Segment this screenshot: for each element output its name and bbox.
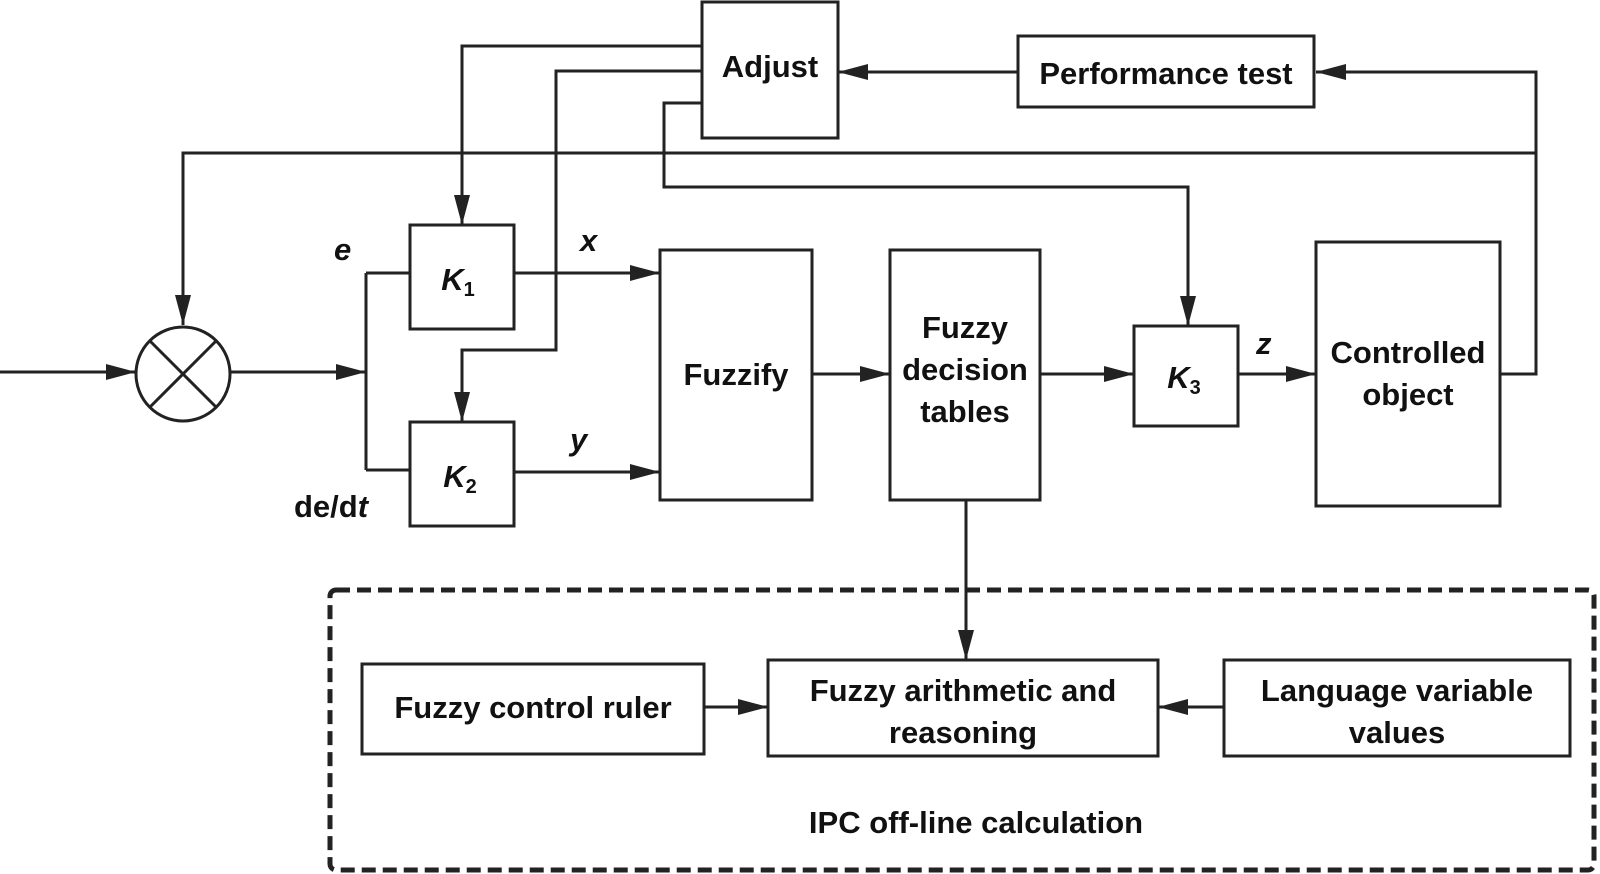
wire-output-feedback [1316, 64, 1538, 376]
adjust-label: Adjust [722, 49, 818, 84]
performance-test-block: Performance test [1016, 34, 1316, 109]
k2-block: K2 [408, 420, 516, 528]
wire-adjust-k2 [454, 69, 702, 422]
wire-feedback-junction [175, 151, 1536, 325]
adjust-block: Adjust [700, 0, 840, 140]
k1-label: K1 [441, 262, 475, 301]
language-variable-values-line-1: Language variable [1261, 673, 1533, 708]
fuzzy-arithmetic-block: Fuzzy arithmetic and reasoning [766, 658, 1160, 758]
fuzzy-control-ruler-block: Fuzzy control ruler [360, 662, 706, 756]
fuzzy-control-ruler-label: Fuzzy control ruler [394, 690, 671, 725]
controlled-object-line-1: Controlled [1331, 335, 1486, 370]
language-variable-values-line-2: values [1349, 715, 1446, 750]
wire-adjust-k1 [454, 44, 702, 225]
k2-label: K2 [443, 459, 477, 498]
ipc-offline-caption: IPC off-line calculation [809, 805, 1143, 840]
performance-test-label: Performance test [1039, 56, 1292, 91]
ipc-offline-region: IPC off-line calculation [327, 587, 1597, 873]
fuzzy-decision-tables-line-1: Fuzzy [922, 310, 1009, 345]
connection-wires [0, 44, 1538, 715]
fuzzy-decision-tables-block: Fuzzy decision tables [888, 248, 1042, 502]
k3-block: K3 [1132, 324, 1240, 428]
language-variable-values-block: Language variable values [1222, 658, 1572, 758]
wire-adjust-k3 [662, 101, 1196, 326]
fuzzy-arithmetic-line-2: reasoning [889, 715, 1037, 750]
signal-y-label: y [568, 422, 589, 457]
fuzzify-label: Fuzzify [683, 357, 789, 392]
fuzzify-block: Fuzzify [658, 248, 814, 502]
signal-x-label: x [578, 223, 599, 258]
fuzzy-decision-tables-line-2: decision [902, 352, 1028, 387]
k3-label: K3 [1167, 360, 1201, 399]
fuzzy-decision-tables-line-3: tables [920, 394, 1010, 429]
signal-e-label: e [334, 232, 351, 267]
summing-junction [134, 325, 232, 423]
k1-block: K1 [408, 223, 516, 331]
controlled-object-block: Controlled object [1314, 240, 1502, 508]
controlled-object-line-2: object [1362, 377, 1453, 412]
fuzzy-arithmetic-line-1: Fuzzy arithmetic and [810, 673, 1117, 708]
signal-dedt-label: de/dt [294, 489, 370, 524]
signal-z-label: z [1255, 326, 1272, 361]
